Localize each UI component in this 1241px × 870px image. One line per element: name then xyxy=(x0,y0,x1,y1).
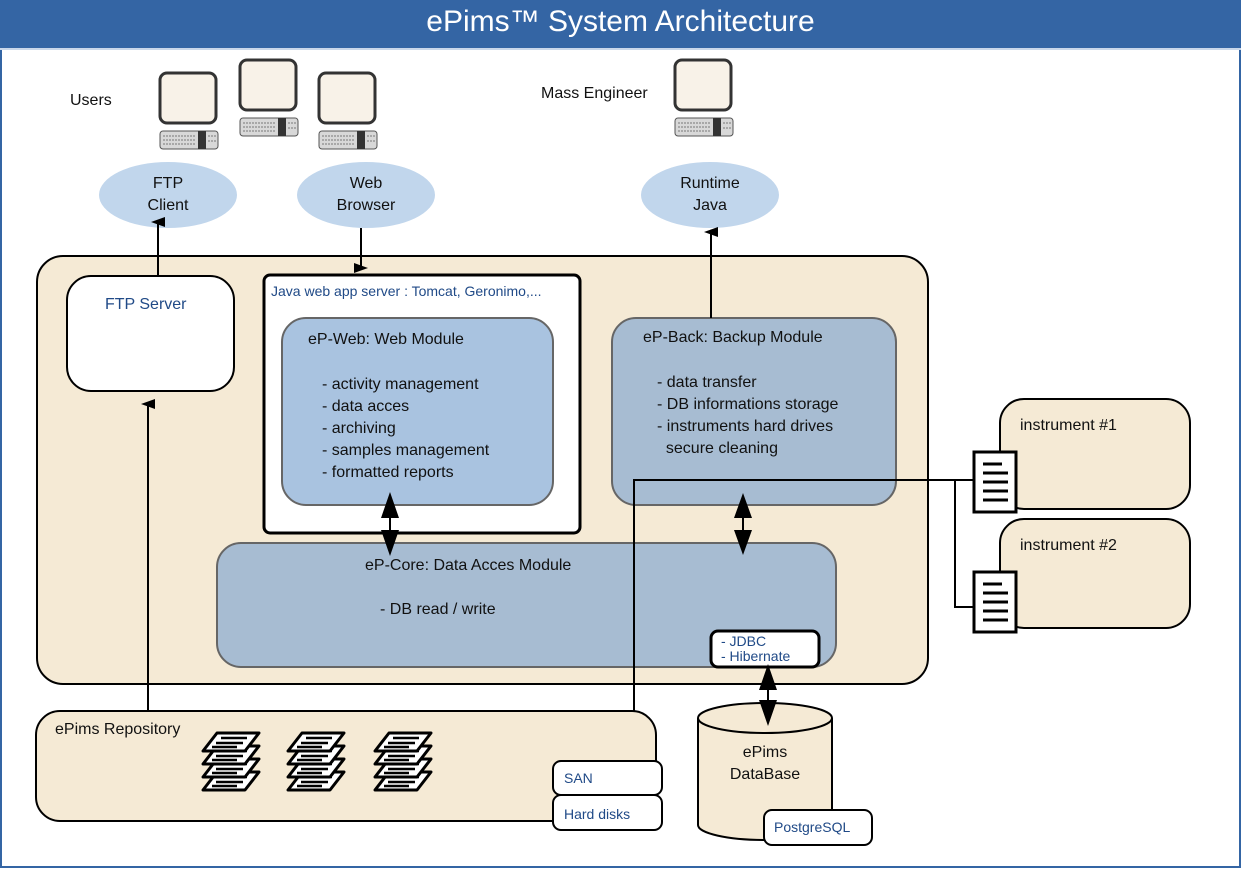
users-label: Users xyxy=(70,92,112,109)
user-computer-icon xyxy=(238,58,300,138)
postgresql-label: PostgreSQL xyxy=(774,819,851,835)
backup-module-title: eP-Back: Backup Module xyxy=(643,329,823,346)
web-module-item: - activity management xyxy=(322,376,479,393)
hard-disks-box xyxy=(552,794,663,831)
document-stack-icon xyxy=(375,733,431,790)
web-module-title: eP-Web: Web Module xyxy=(308,331,464,348)
ftp-server-label: FTP Server xyxy=(105,296,187,313)
web-module-items: - activity management - data acces - arc… xyxy=(322,374,489,484)
instrument-1-label: instrument #1 xyxy=(1020,417,1117,434)
instrument-2-label: instrument #2 xyxy=(1020,537,1117,554)
backup-module-item: - instruments hard drives xyxy=(657,418,834,435)
engineer-computer-icon xyxy=(673,58,735,138)
ftp-server-box xyxy=(66,275,235,392)
web-core-bidirectional-arrow xyxy=(381,492,399,556)
orm-box xyxy=(709,629,821,669)
diagram-title: ePims™ System Architecture xyxy=(0,0,1241,50)
instrument-2-link xyxy=(954,480,976,608)
san-label: SAN xyxy=(564,770,593,786)
core-module-box xyxy=(216,542,837,668)
hard-disks-label: Hard disks xyxy=(564,806,631,822)
user-computer-icon xyxy=(317,71,379,151)
web-browser-label: Web Browser xyxy=(336,175,396,214)
web-module-box xyxy=(281,317,554,506)
orm-database-bidirectional-arrow xyxy=(759,664,777,726)
backup-module-item: secure cleaning xyxy=(657,440,778,457)
core-module-item: - DB read / write xyxy=(380,601,496,618)
runtime-java-label: Runtime Java xyxy=(680,175,740,214)
backup-module-items: - data transfer - DB informations storag… xyxy=(657,372,838,460)
repository-label: ePims Repository xyxy=(55,721,181,738)
document-stack-icon xyxy=(203,733,259,790)
instrument-1-box xyxy=(999,398,1191,510)
orm-label: - JDBC - Hibernate xyxy=(721,633,791,664)
user-computer-icon xyxy=(158,71,220,151)
document-stack-icon xyxy=(288,733,344,790)
web-browser-node xyxy=(297,162,435,228)
web-module-item: - samples management xyxy=(322,442,490,459)
core-module-title: eP-Core: Data Acces Module xyxy=(365,557,572,574)
backup-module-box xyxy=(611,317,897,506)
postgresql-box xyxy=(763,809,873,846)
backup-module-item: - DB informations storage xyxy=(657,396,839,413)
backup-core-bidirectional-arrow xyxy=(734,493,752,555)
app-server-label: Java web app server : Tomcat, Geronimo,.… xyxy=(271,283,542,299)
instrument-1-data-file-icon xyxy=(972,450,1018,514)
database-label: ePims DataBase xyxy=(729,744,801,783)
mass-engineer-label: Mass Engineer xyxy=(541,85,648,102)
repository-instrument-link xyxy=(633,479,976,711)
web-module-item: - formatted reports xyxy=(322,464,454,481)
runtime-java-node xyxy=(641,162,779,228)
instrument-2-box xyxy=(999,518,1191,629)
instrument-2-data-file-icon xyxy=(972,570,1018,634)
web-module-item: - archiving xyxy=(322,420,396,437)
web-module-item: - data acces xyxy=(322,398,410,415)
ftp-client-label: FTP Client xyxy=(147,175,189,214)
backup-module-item: - data transfer xyxy=(657,374,757,391)
ftp-client-node xyxy=(99,162,237,228)
